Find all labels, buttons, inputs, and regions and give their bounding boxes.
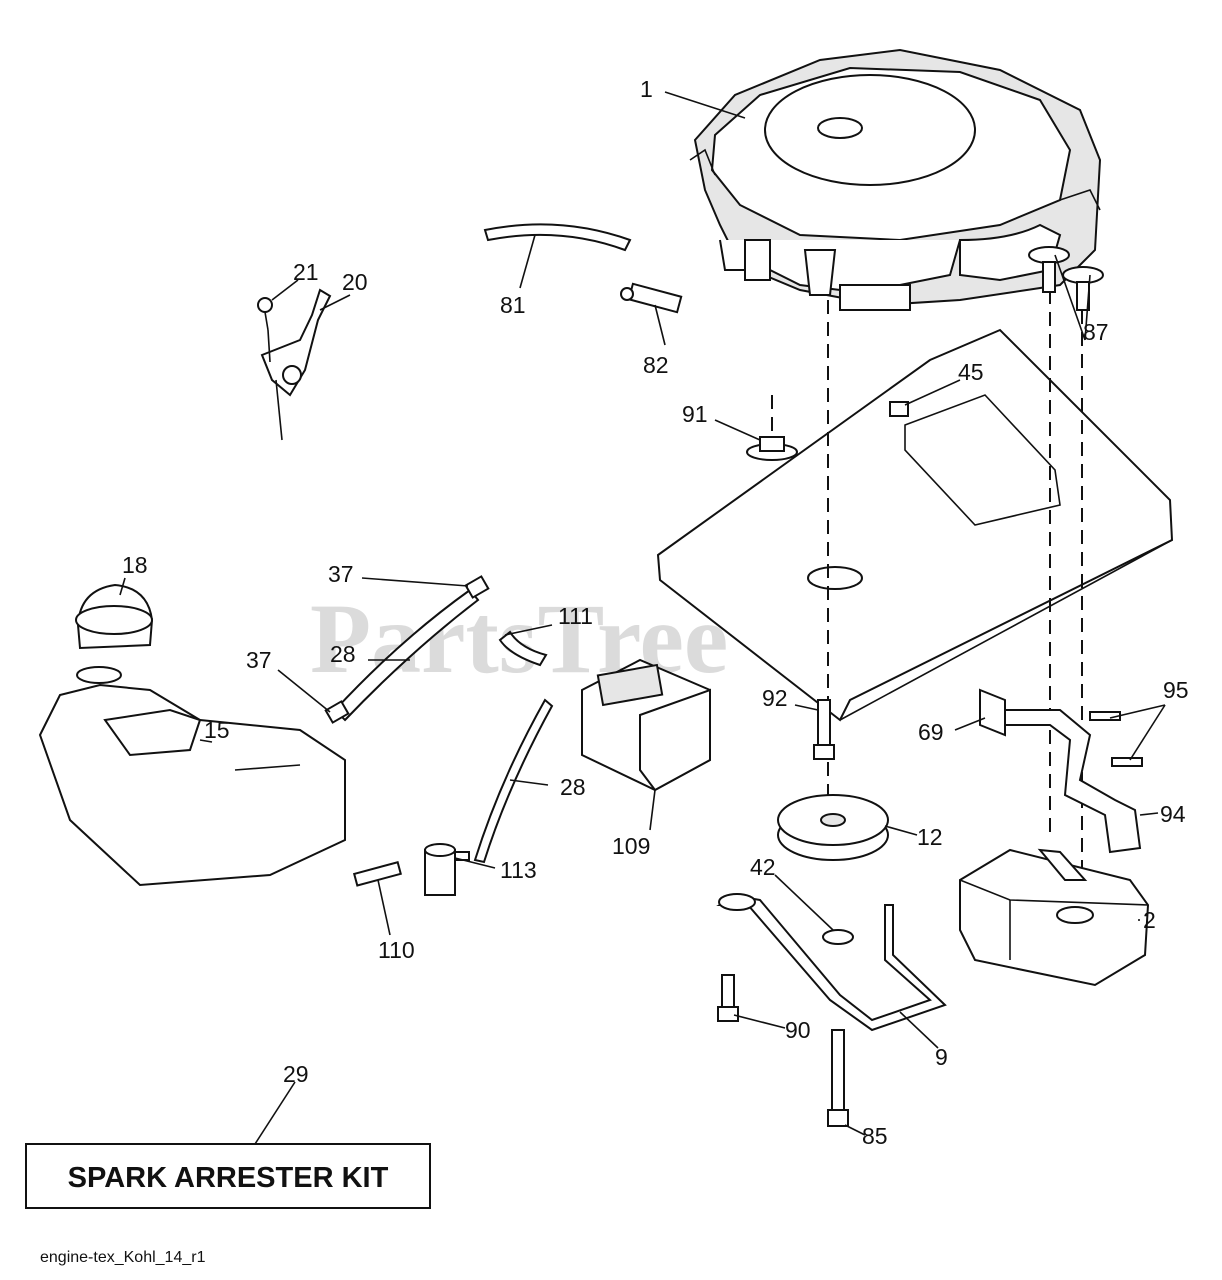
callout-109: 109 bbox=[612, 833, 650, 859]
exhaust-pipe-part-94 bbox=[1004, 709, 1142, 854]
callout-81: 81 bbox=[500, 292, 526, 318]
callout-113: 113 bbox=[500, 857, 537, 883]
spacer-part-91 bbox=[746, 436, 798, 461]
bolt-part-85 bbox=[827, 1029, 849, 1127]
callout-69: 69 bbox=[918, 719, 944, 745]
callout-92: 92 bbox=[762, 685, 788, 711]
callout-2: 2 bbox=[1143, 907, 1156, 933]
throttle-control-part-20 bbox=[260, 288, 332, 441]
callout-12: 12 bbox=[917, 824, 943, 850]
callout-9: 9 bbox=[935, 1044, 948, 1070]
callout-29: 29 bbox=[283, 1061, 309, 1087]
bolt-part-92 bbox=[813, 699, 835, 760]
callout-45: 45 bbox=[958, 359, 984, 385]
callout-15: 15 bbox=[204, 717, 230, 743]
muffler-part-2 bbox=[959, 848, 1150, 987]
hose-part-111 bbox=[498, 630, 548, 667]
nut-part-45 bbox=[889, 401, 909, 417]
fuel-filter-part-113 bbox=[424, 843, 470, 896]
callout-42: 42 bbox=[750, 854, 776, 880]
callout-110: 110 bbox=[378, 937, 415, 963]
fuel-hose-part-81 bbox=[483, 223, 632, 252]
bolt-part-87 bbox=[1028, 246, 1104, 311]
callout-21: 21 bbox=[293, 259, 319, 285]
fuel-line-part-28 bbox=[333, 588, 480, 722]
hose-clamp-part-37 bbox=[464, 575, 490, 599]
pulley-part-12 bbox=[777, 794, 889, 861]
bolt-part-90 bbox=[717, 974, 739, 1022]
frame bbox=[656, 328, 1174, 722]
callout-90: 90 bbox=[785, 1017, 811, 1043]
callout-94: 94 bbox=[1160, 801, 1186, 827]
callout-1: 1 bbox=[640, 76, 653, 102]
callout-37: 37 bbox=[328, 561, 354, 587]
callout-87: 87 bbox=[1083, 319, 1109, 345]
callout-28: 28 bbox=[330, 641, 356, 667]
frame-edge bbox=[839, 539, 1173, 721]
gasket-part-69 bbox=[979, 688, 1006, 737]
callout-85: 85 bbox=[862, 1123, 888, 1149]
fuel-tank-neck bbox=[76, 666, 122, 684]
washer-part-42 bbox=[822, 929, 854, 945]
diagram-code: engine-tex_Kohl_14_r1 bbox=[40, 1249, 206, 1266]
fuel-fitting-part-82 bbox=[620, 282, 683, 314]
rod-loop bbox=[718, 893, 756, 911]
hose-clamp-part-37-lower bbox=[324, 700, 350, 724]
callout-37-lower: 37 bbox=[246, 647, 272, 673]
screw-part-21 bbox=[257, 297, 273, 331]
fuel-cap-part-18 bbox=[75, 583, 154, 650]
fuel-tank-part-15 bbox=[38, 683, 346, 887]
frame-cutout bbox=[904, 394, 1061, 526]
callout-28-lower: 28 bbox=[560, 774, 586, 800]
engine-part-1 bbox=[689, 48, 1102, 311]
callout-95: 95 bbox=[1163, 677, 1189, 703]
callout-18: 18 bbox=[122, 552, 148, 578]
rod-part-9 bbox=[716, 897, 947, 1032]
fitting-part-110 bbox=[352, 861, 402, 887]
frame-hole bbox=[807, 566, 863, 590]
screw-part-95-lower bbox=[1111, 757, 1143, 767]
callout-111: 111 bbox=[558, 603, 593, 629]
spark-arrester-kit-label: SPARK ARRESTER KIT bbox=[68, 1162, 389, 1194]
leader-lines bbox=[119, 91, 1166, 1145]
part-callouts: 1 81 82 21 20 87 45 91 18 37 111 37 28 1… bbox=[122, 76, 1189, 1149]
spark-arrester-kit-box bbox=[25, 1143, 431, 1209]
callout-82: 82 bbox=[643, 352, 669, 378]
callout-91: 91 bbox=[682, 401, 708, 427]
fuel-filter-part-109 bbox=[581, 658, 711, 792]
callout-20: 20 bbox=[342, 269, 368, 295]
